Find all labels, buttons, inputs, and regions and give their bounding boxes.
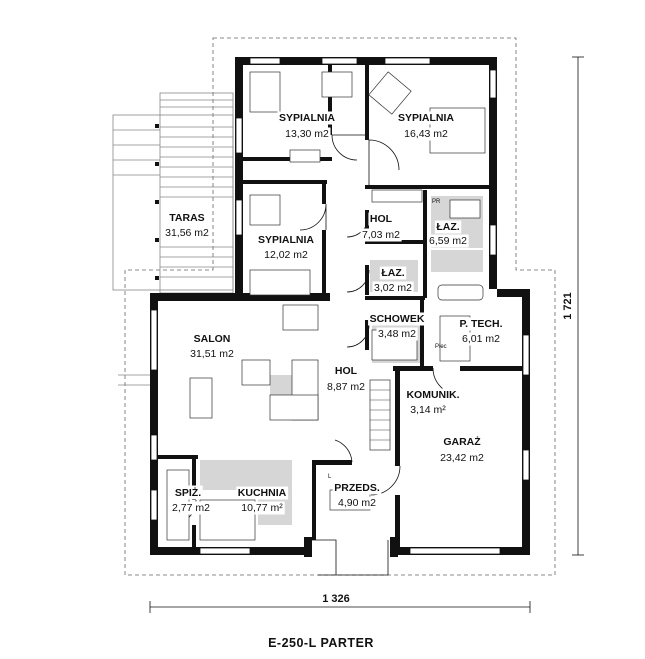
label-background	[283, 127, 331, 141]
room-name-sypialnia-2: SYPIALNIA	[398, 112, 454, 124]
room-name-komunik: KOMUNIK.	[406, 389, 459, 401]
label-background	[277, 111, 337, 125]
label-background	[458, 317, 505, 331]
label-background	[333, 364, 360, 378]
dimension-height: 1 721	[562, 292, 574, 320]
label-background	[170, 501, 212, 515]
label-background	[188, 347, 236, 361]
label-background	[325, 380, 367, 394]
room-name-salon: SALON	[194, 333, 231, 345]
label-background	[438, 451, 486, 465]
label-background	[163, 226, 211, 240]
room-name-przeds: PRZEDS.	[334, 482, 380, 494]
terrace-pergola	[112, 92, 234, 386]
door-swings	[170, 134, 461, 576]
dimension-width: 1 326	[322, 593, 350, 605]
label-background	[192, 332, 232, 346]
windows	[150, 57, 530, 555]
room-name-garaz: GARAŻ	[443, 435, 481, 448]
room-name-hol-main: HOL	[335, 365, 358, 377]
room-area-p-tech: 6,01 m2	[462, 333, 500, 345]
label-background	[239, 501, 285, 515]
room-area-sypialnia-1: 13,30 m2	[285, 128, 329, 140]
room-area-sypialnia-3: 12,02 m2	[264, 249, 308, 261]
room-area-przeds: 4,90 m2	[338, 497, 376, 509]
room-name-sypialnia-3: SYPIALNIA	[258, 234, 314, 246]
label-background	[372, 281, 414, 295]
room-name-laz-2: ŁAZ.	[381, 267, 404, 279]
furniture	[166, 71, 486, 541]
label-background	[256, 233, 316, 247]
label-background	[396, 111, 456, 125]
label-background	[368, 212, 395, 226]
label-background	[434, 220, 462, 234]
label-background	[379, 266, 407, 280]
room-area-salon: 31,51 m2	[190, 348, 234, 360]
label-background	[360, 228, 402, 242]
room-area-kuchnia: 10,77 m²	[241, 502, 283, 514]
room-area-hol-top: 7,03 m2	[362, 229, 400, 241]
plan-title: E-250-L PARTER	[268, 636, 374, 650]
label-background	[173, 485, 203, 500]
label-background	[332, 481, 382, 495]
dimension-lines	[149, 56, 584, 613]
label-l: L	[328, 474, 332, 480]
plot-outline	[124, 37, 556, 576]
room-name-spiz: SPIŻ.	[175, 486, 201, 499]
room-name-kuchnia: KUCHNIA	[238, 487, 287, 499]
label-background	[336, 496, 378, 510]
room-area-spiz: 2,77 m2	[172, 502, 210, 514]
room-area-komunik: 3,14 m²	[410, 404, 446, 416]
label-background	[376, 327, 418, 341]
room-name-hol-top: HOL	[370, 213, 393, 225]
room-area-taras: 31,56 m2	[165, 227, 209, 239]
room-name-p-tech: P. TECH.	[460, 318, 503, 330]
label-background	[368, 312, 427, 326]
room-area-laz-2: 3,02 m2	[374, 282, 412, 294]
label-pr: PR	[432, 199, 441, 205]
room-area-laz-1: 6,59 m2	[429, 235, 467, 247]
room-area-garaz: 23,42 m2	[440, 452, 484, 464]
label-background	[408, 403, 448, 417]
label-background	[441, 434, 483, 449]
room-name-taras: TARAS	[169, 212, 204, 224]
room-area-sypialnia-2: 16,43 m2	[404, 128, 448, 140]
terrace-posts	[155, 124, 159, 280]
label-piec: Piec	[435, 344, 447, 350]
stair-lines	[370, 389, 390, 441]
label-background	[236, 486, 289, 500]
room-name-sypialnia-1: SYPIALNIA	[279, 112, 335, 124]
label-background	[402, 127, 450, 141]
label-background	[404, 388, 462, 402]
label-background	[262, 248, 310, 262]
room-name-laz-1: ŁAZ.	[436, 221, 459, 233]
label-background	[167, 211, 207, 225]
room-name-schowek: SCHOWEK	[370, 313, 425, 325]
label-background	[460, 332, 502, 346]
room-area-schowek: 3,48 m2	[378, 328, 416, 340]
room-labels: SYPIALNIA 13,30 m2 SYPIALNIA 16,43 m2 TA…	[163, 111, 505, 515]
label-background	[427, 234, 469, 248]
room-area-hol-main: 8,87 m2	[327, 381, 365, 393]
